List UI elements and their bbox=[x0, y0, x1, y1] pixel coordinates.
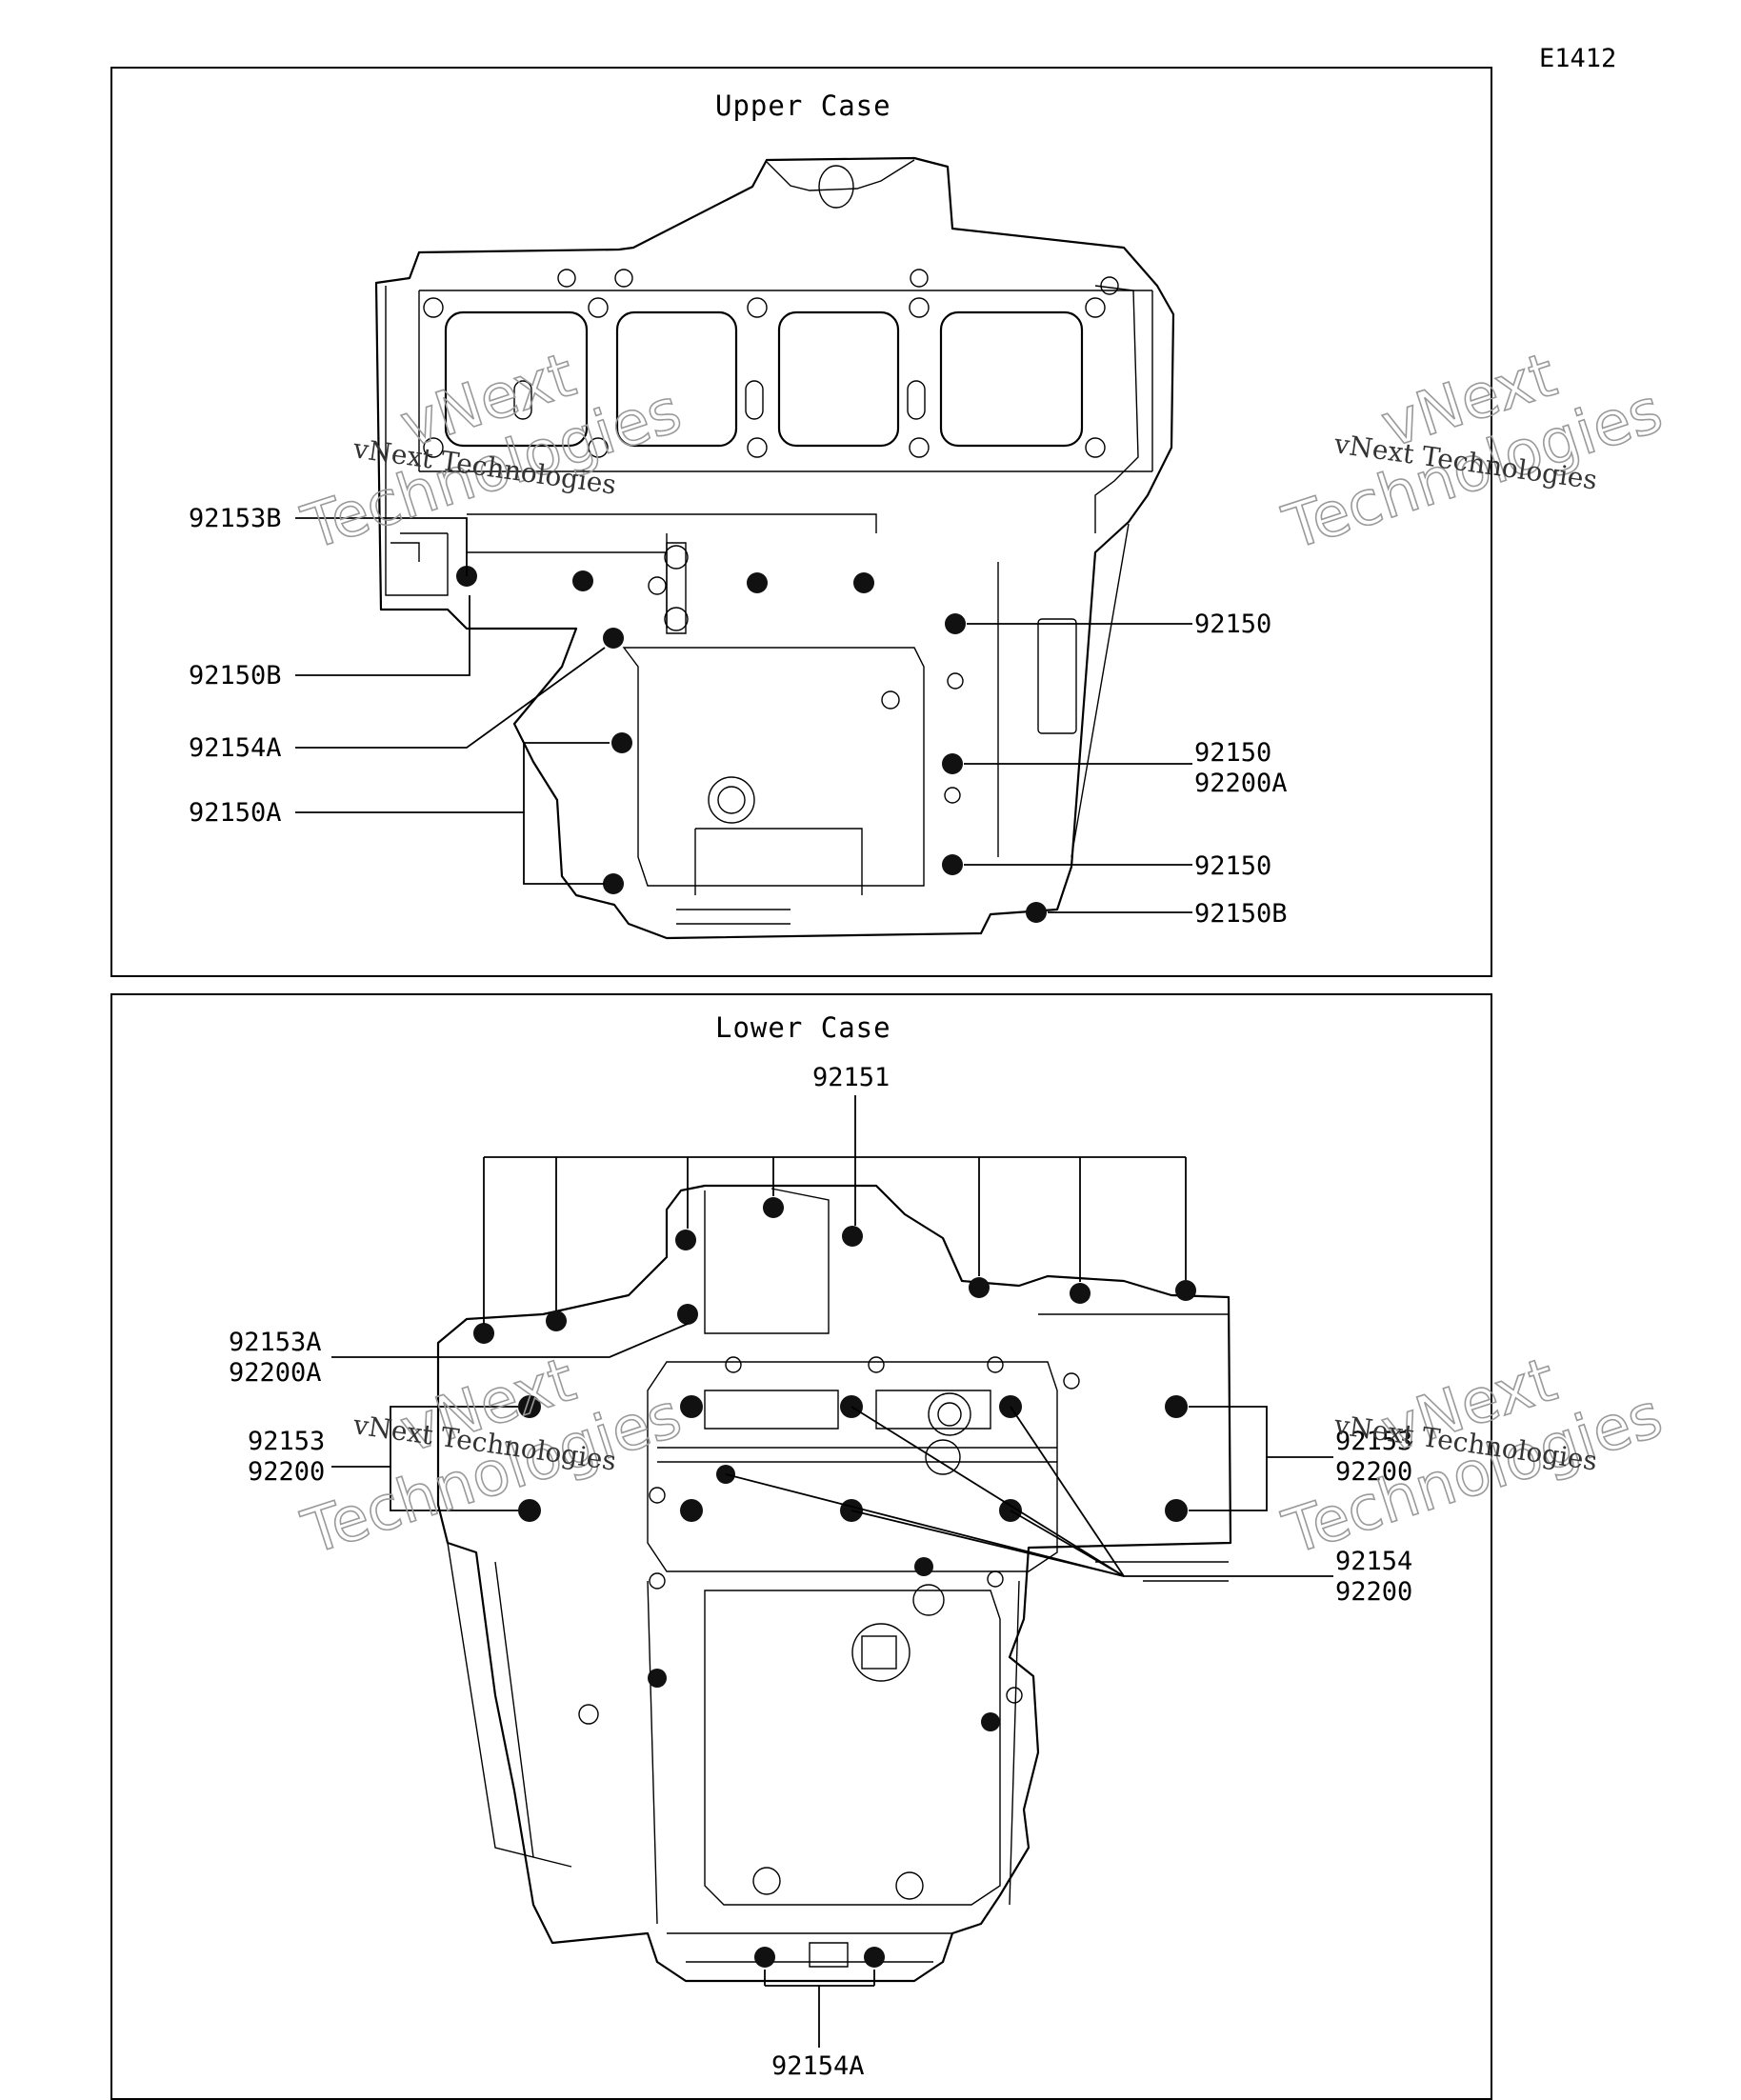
lower-oil-pan-recess bbox=[704, 1590, 1001, 1906]
lower-bottom-lip bbox=[667, 1932, 952, 1968]
cylinder-bore-3 bbox=[777, 310, 900, 448]
upper-rib bbox=[467, 513, 877, 629]
lower-case-title: Lower Case bbox=[715, 1011, 891, 1044]
cylinder-deck-rail bbox=[418, 290, 1153, 472]
lower-leader-lines bbox=[331, 1095, 1333, 2048]
upper-left-flange bbox=[385, 286, 449, 596]
upper-case-panel: Upper Case bbox=[110, 67, 1492, 977]
lower-right-flange bbox=[1038, 1313, 1229, 1582]
upper-sump-inner bbox=[694, 828, 863, 895]
label-92154A: 92154A bbox=[189, 733, 282, 763]
label-92150B-left: 92150B bbox=[189, 661, 282, 690]
upper-top-oil-port bbox=[818, 165, 854, 209]
upper-breather-boss bbox=[708, 776, 755, 824]
lower-side-rails bbox=[647, 1580, 1020, 1925]
label-92200-left: 92200 bbox=[248, 1457, 325, 1487]
label-92154: 92154 bbox=[1335, 1547, 1412, 1576]
label-92200-right: 92200 bbox=[1335, 1457, 1412, 1487]
label-92200A: 92200A bbox=[1194, 769, 1288, 798]
lower-oil-filter-boss bbox=[851, 1623, 911, 1682]
deck-bolt-holes bbox=[423, 269, 1119, 458]
lower-case-panel: Lower Case 92151 bbox=[110, 993, 1492, 2100]
upper-case-title: Upper Case bbox=[715, 90, 891, 122]
lower-left-skirt bbox=[447, 1542, 572, 1868]
upper-case-outline bbox=[374, 156, 1175, 940]
cylinder-bore-4 bbox=[939, 310, 1084, 448]
label-92150-1: 92150 bbox=[1194, 610, 1271, 639]
label-92200A: 92200A bbox=[229, 1358, 322, 1388]
upper-sump-pocket bbox=[622, 647, 925, 887]
label-92150B-right: 92150B bbox=[1194, 899, 1288, 929]
label-92150-2: 92150 bbox=[1194, 738, 1271, 768]
upper-case-drawing bbox=[374, 156, 1175, 940]
lower-bearing-rail bbox=[657, 1447, 1057, 1463]
lower-bearing-caps bbox=[704, 1390, 991, 1430]
lower-case-outline bbox=[436, 1184, 1232, 1983]
lower-bolts bbox=[473, 1197, 1196, 1968]
upper-bolts bbox=[456, 566, 1047, 923]
watermark: vNext Technologies vNext Technologies vN… bbox=[293, 339, 1671, 1570]
label-92151: 92151 bbox=[812, 1063, 890, 1092]
upper-leader-lines bbox=[295, 517, 1192, 913]
lower-frame bbox=[110, 993, 1492, 2100]
upper-frame bbox=[110, 67, 1492, 977]
upper-right-flange bbox=[1094, 285, 1139, 533]
label-92200-right-2: 92200 bbox=[1335, 1577, 1412, 1607]
lower-oil-pump-boss bbox=[928, 1392, 971, 1436]
lower-main-bearing-frame bbox=[647, 1361, 1058, 1572]
cylinder-bore-1 bbox=[444, 310, 589, 448]
lower-case-drawing bbox=[436, 1184, 1232, 1983]
upper-top-boss bbox=[766, 159, 915, 191]
label-92153B: 92153B bbox=[189, 504, 282, 533]
upper-bottom-lip bbox=[676, 909, 790, 925]
label-92153-left: 92153 bbox=[248, 1427, 325, 1456]
label-92153-right: 92153 bbox=[1335, 1427, 1412, 1456]
label-92150-3: 92150 bbox=[1194, 851, 1271, 881]
label-92150A: 92150A bbox=[189, 798, 282, 828]
diagram-code: E1412 bbox=[1539, 44, 1616, 73]
label-92154A-bottom: 92154A bbox=[771, 2051, 865, 2081]
lower-top-pocket bbox=[704, 1188, 830, 1334]
cylinder-bore-2 bbox=[615, 310, 738, 448]
label-92153A: 92153A bbox=[229, 1328, 322, 1357]
